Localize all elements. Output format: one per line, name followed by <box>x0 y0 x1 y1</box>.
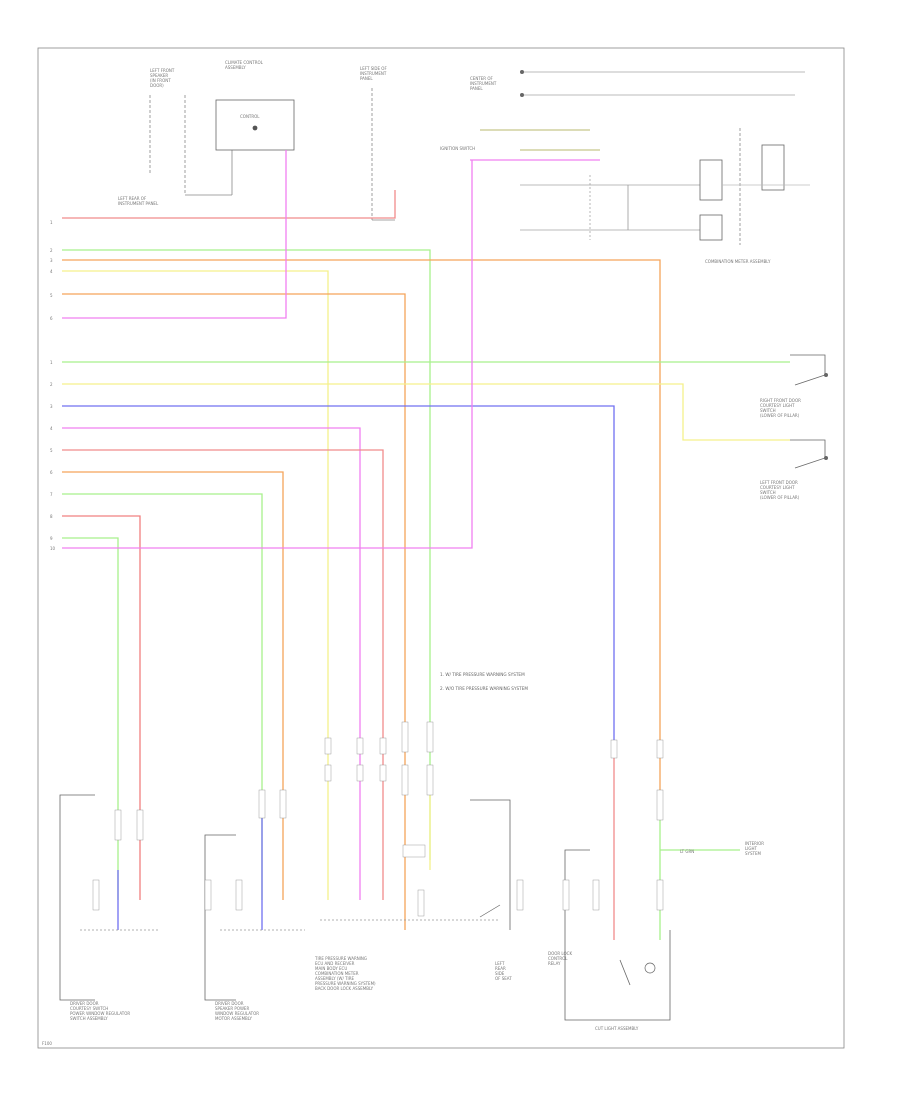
meter-connector-3 <box>761 144 785 191</box>
cut-light-outline <box>564 849 671 1021</box>
diagram-frame <box>37 47 845 1049</box>
wire-red-1 <box>62 515 141 900</box>
driver-door-speaker-outline <box>204 834 236 1001</box>
wire-magenta-1 <box>62 150 287 319</box>
pin-label-13: 7 <box>50 492 53 497</box>
meter-connector-1 <box>699 159 723 201</box>
switch-group-label: IGNITION SWITCH <box>440 146 475 151</box>
wire-orange-1 <box>62 259 661 790</box>
driver-door-switch-outline <box>59 794 95 1001</box>
wire-magenta-3 <box>62 160 473 549</box>
pin-column: 1 2 3 4 5 6 1 2 3 4 5 6 7 8 9 10 <box>50 220 56 551</box>
wire-green-3 <box>62 493 263 900</box>
climate-control-box <box>215 99 295 151</box>
pin-label-16: 10 <box>50 546 56 551</box>
wire-pink-2 <box>62 449 384 900</box>
bottom-label-6: CUT LIGHT ASSEMBLY <box>595 1026 639 1031</box>
top-right-wires <box>470 70 805 240</box>
colored-wires <box>62 150 790 940</box>
rear-seat-outline <box>470 799 511 930</box>
module-inner-label: CONTROL <box>240 114 260 119</box>
wire-blue-1 <box>62 405 615 740</box>
wire-yellow-2 <box>62 383 790 441</box>
relay-glyphs <box>92 844 600 918</box>
wire-orange-3 <box>62 471 284 900</box>
note-1: 1. W/ TIRE PRESSURE WARNING SYSTEM <box>440 672 525 677</box>
pin-label-4: 4 <box>50 269 53 274</box>
pin-label-3: 3 <box>50 258 53 263</box>
pin-label-9: 3 <box>50 404 53 409</box>
pin-label-14: 8 <box>50 514 53 519</box>
pin-label-1: 1 <box>50 220 53 225</box>
pin-label-15: 9 <box>50 536 53 541</box>
combination-meter-label: COMBINATION METER ASSEMBLY <box>705 259 771 264</box>
wire-orange-2 <box>62 293 406 930</box>
wire-pink-1 <box>62 190 396 219</box>
note-2: 2. W/O TIRE PRESSURE WARNING SYSTEM <box>440 686 528 691</box>
combination-meter: COMBINATION METER ASSEMBLY <box>699 128 810 264</box>
right-bottom-wire-label: LT GRN <box>680 849 694 854</box>
legend-notes: 1. W/ TIRE PRESSURE WARNING SYSTEM 2. W/… <box>440 672 528 691</box>
pin-label-2: 2 <box>50 248 53 253</box>
pin-label-12: 6 <box>50 470 53 475</box>
pin-label-8: 2 <box>50 382 53 387</box>
pin-label-7: 1 <box>50 360 53 365</box>
lamp-icon <box>644 962 656 974</box>
pin-label-6: 6 <box>50 316 53 321</box>
pin-label-5: 5 <box>50 293 53 298</box>
pin-label-10: 4 <box>50 426 53 431</box>
pin-label-11: 5 <box>50 448 53 453</box>
wire-green-4 <box>62 537 119 900</box>
wire-yellow-1 <box>62 270 329 900</box>
wire-green-1 <box>62 249 431 860</box>
inline-connectors <box>114 721 664 911</box>
corner-label: F100 <box>42 1041 52 1046</box>
meter-connector-2 <box>699 214 723 241</box>
module-terminal-icon <box>252 125 258 131</box>
wire-magenta-2 <box>62 427 361 900</box>
